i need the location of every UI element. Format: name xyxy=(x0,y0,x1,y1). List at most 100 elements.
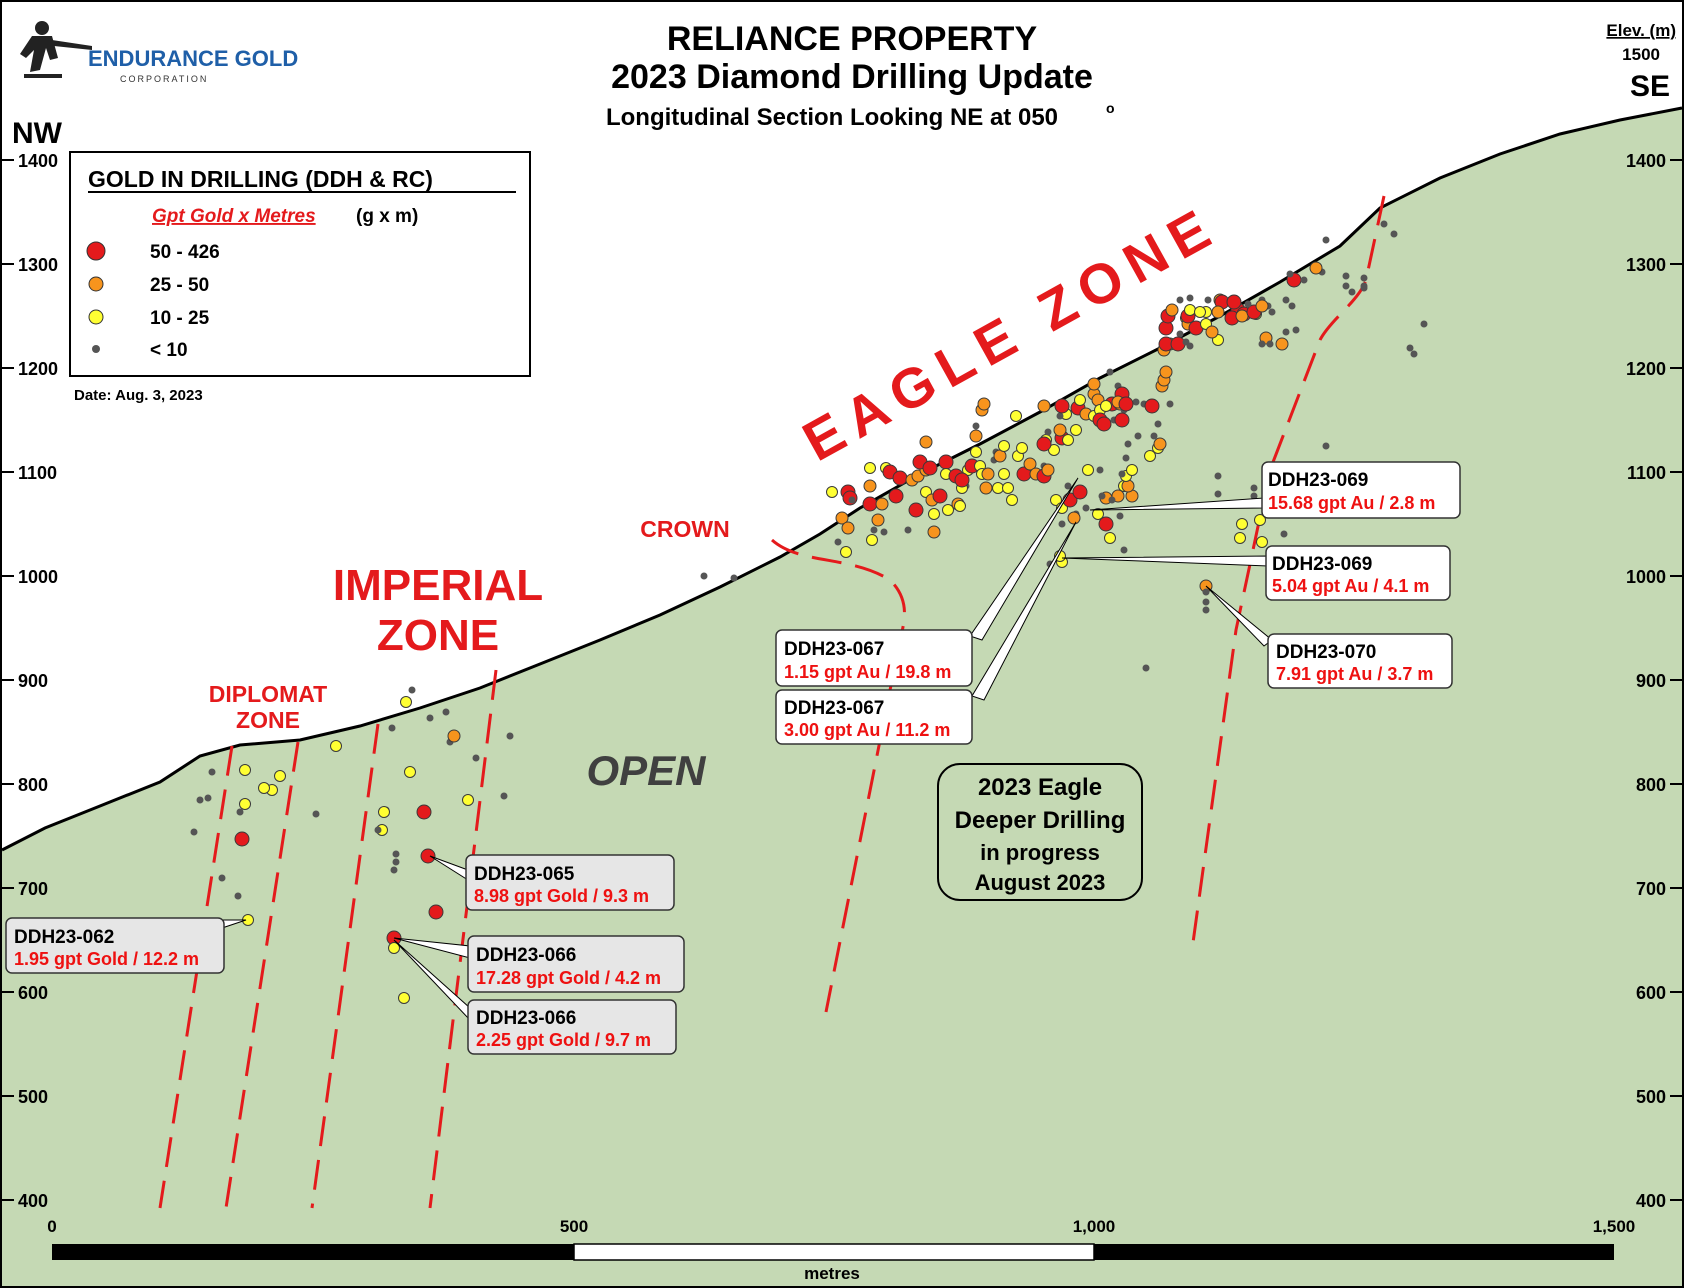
drill-intercept-dot xyxy=(1342,282,1350,290)
drill-intercept-dot xyxy=(408,686,416,694)
scale-segment xyxy=(573,1243,1095,1261)
legend-item-label: 25 - 50 xyxy=(150,275,209,296)
callout-ddh23-067b[interactable]: DDH23-067 3.00 gpt Au / 11.2 m xyxy=(775,689,973,745)
logo-company-name: ENDURANCE GOLD xyxy=(88,46,298,71)
tick-800: 800 xyxy=(2,775,48,795)
diplomat-zone-label: DIPLOMAT xyxy=(209,681,327,707)
drill-intercept-dot xyxy=(1153,437,1167,451)
drill-intercept-dot xyxy=(880,528,888,536)
drill-intercept-dot xyxy=(1122,454,1130,462)
tick-label: 700 xyxy=(18,879,48,899)
drill-intercept-dot xyxy=(1204,296,1212,304)
drill-intercept-dot xyxy=(1108,496,1116,504)
callout-ddh23-065[interactable]: DDH23-065 8.98 gpt Gold / 9.3 m xyxy=(465,854,675,911)
drill-intercept-dot xyxy=(1037,399,1051,413)
drill-intercept-dot xyxy=(1082,464,1094,476)
drill-intercept-dot xyxy=(875,497,889,511)
tick-label: 400 xyxy=(1636,1191,1666,1211)
legend: GOLD IN DRILLING (DDH & RC) Gpt Gold x M… xyxy=(69,151,531,377)
drill-intercept-dot xyxy=(1292,326,1300,334)
drill-intercept-dot xyxy=(1010,410,1022,422)
map-subtitle: 2023 Diamond Drilling Update xyxy=(611,58,1093,96)
drill-intercept-dot xyxy=(1104,532,1116,544)
legend-swatch-yellow xyxy=(88,309,104,325)
drill-intercept-dot xyxy=(927,525,941,539)
drill-intercept-dot xyxy=(1023,457,1037,471)
drill-intercept-dot xyxy=(428,904,444,920)
tick-label: 600 xyxy=(18,983,48,1003)
drill-intercept-dot xyxy=(863,479,877,493)
tick-label: 1300 xyxy=(18,255,58,275)
callout-ddh23-069b[interactable]: DDH23-069 5.04 gpt Au / 4.1 m xyxy=(1265,545,1451,601)
tick-1100: 1100 xyxy=(1627,463,1682,483)
miner-icon xyxy=(20,21,92,78)
callout-ddh23-067a[interactable]: DDH23-067 1.15 gpt Au / 19.8 m xyxy=(775,629,973,687)
drill-intercept-dot xyxy=(420,848,436,864)
drill-intercept-dot xyxy=(841,521,855,535)
callout-result: 7.91 gpt Au / 3.7 m xyxy=(1276,664,1433,684)
legend-swatch-gray xyxy=(92,345,100,353)
callout-ddh23-070[interactable]: DDH23-070 7.91 gpt Au / 3.7 m xyxy=(1267,633,1453,689)
callout-ddh23-066b[interactable]: DDH23-066 2.25 gpt Gold / 9.7 m xyxy=(467,999,677,1055)
drill-intercept-dot xyxy=(919,435,933,449)
callout-ddh23-062[interactable]: DDH23-062 1.95 gpt Gold / 12.2 m xyxy=(5,917,225,974)
scale-tick-label: 0 xyxy=(47,1217,56,1236)
drill-intercept-dot xyxy=(977,397,991,411)
tick-1400: 1400 xyxy=(1626,151,1682,171)
tick-600: 600 xyxy=(1636,983,1682,1003)
imperial-zone-label: ZONE xyxy=(377,611,499,660)
drill-intercept-dot xyxy=(388,942,400,954)
drill-intercept-dot xyxy=(1053,423,1067,437)
drill-intercept-dot xyxy=(196,796,204,804)
boundary-line xyxy=(771,538,906,641)
drill-intercept-dot xyxy=(1380,220,1388,228)
drill-intercept-dot xyxy=(862,496,878,512)
drill-intercept-dot xyxy=(442,708,450,716)
drill-intercept-dot xyxy=(938,454,954,470)
callout-ddh23-066a[interactable]: DDH23-066 17.28 gpt Gold / 4.2 m xyxy=(467,935,685,993)
tick-label: 1000 xyxy=(18,567,58,587)
tick-label: 1300 xyxy=(1626,255,1666,275)
drill-intercept-dot xyxy=(1062,434,1074,446)
drill-intercept-dot xyxy=(1016,442,1028,454)
drill-intercept-dot xyxy=(1144,398,1160,414)
drill-intercept-dot xyxy=(1288,302,1296,310)
callout-ddh23-069a[interactable]: DDH23-069 15.68 gpt Au / 2.8 m xyxy=(1261,461,1461,519)
drill-intercept-dot xyxy=(1235,309,1249,323)
tick-900: 900 xyxy=(2,671,48,691)
drill-intercept-dot xyxy=(928,508,940,520)
callout-hole-id: DDH23-066 xyxy=(476,1008,576,1029)
legend-swatch-orange xyxy=(88,276,104,292)
drill-intercept-dot xyxy=(1124,440,1132,448)
drill-intercept-dot xyxy=(998,468,1010,480)
imperial-zone-label: IMPERIAL xyxy=(333,561,543,610)
drill-intercept-dot xyxy=(500,792,508,800)
leader-ddh23-067b xyxy=(971,521,1077,701)
drill-intercept-dot xyxy=(1342,272,1350,280)
drill-intercept-dot xyxy=(1250,492,1258,500)
drill-intercept-dot xyxy=(954,472,970,488)
drill-intercept-dot xyxy=(1250,484,1258,492)
drill-intercept-dot xyxy=(1159,365,1173,379)
drill-intercept-dot xyxy=(1268,308,1276,316)
callout-result: 1.95 gpt Gold / 12.2 m xyxy=(14,949,199,969)
leader-ddh23-067a xyxy=(969,477,1079,641)
tick-1200: 1200 xyxy=(2,359,58,379)
drill-intercept-dot xyxy=(1054,398,1070,414)
legend-box xyxy=(69,151,531,377)
drill-intercept-dot xyxy=(730,574,738,582)
drill-intercept-dot xyxy=(416,804,432,820)
tick-600: 600 xyxy=(2,983,48,1003)
callout-hole-id: DDH23-067 xyxy=(784,698,884,719)
drill-intercept-dot xyxy=(888,488,904,504)
tick-label: 1400 xyxy=(18,151,58,171)
tick-label: 1200 xyxy=(18,359,58,379)
drill-intercept-dot xyxy=(970,446,982,458)
tick-700: 700 xyxy=(1636,879,1682,899)
drill-intercept-dot xyxy=(1176,330,1184,338)
drill-intercept-dot xyxy=(942,504,954,516)
drill-intercept-dot xyxy=(834,538,842,546)
drill-intercept-dot xyxy=(1234,532,1246,544)
legend-item-label: 10 - 25 xyxy=(150,308,210,329)
drill-intercept-dot xyxy=(1142,664,1150,672)
